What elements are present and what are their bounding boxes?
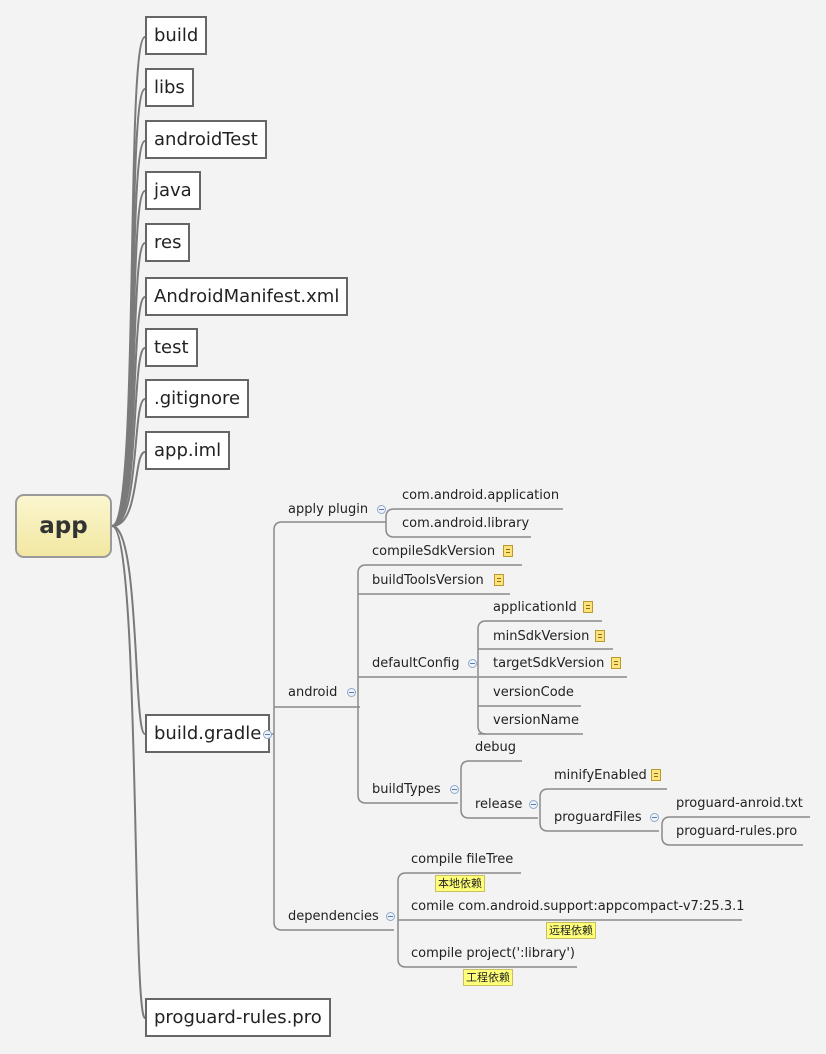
note-icon[interactable] (503, 545, 513, 557)
root-node-app[interactable]: app (15, 494, 112, 558)
node-app-iml[interactable]: app.iml (145, 431, 231, 470)
node-compile-sdk-version[interactable]: compileSdkVersion (372, 544, 496, 559)
node-build-gradle[interactable]: build.gradle (145, 714, 271, 753)
node-application-id[interactable]: applicationId (493, 600, 577, 615)
node-android-test[interactable]: androidTest (145, 120, 267, 159)
node-dependencies[interactable]: dependencies (288, 909, 379, 924)
collapse-icon[interactable] (386, 912, 395, 921)
note-icon[interactable] (583, 601, 593, 613)
node-res[interactable]: res (145, 223, 191, 262)
node-build-tools-version[interactable]: buildToolsVersion (372, 573, 484, 588)
dep-tag-remote: 远程依赖 (546, 922, 596, 939)
dep-tag-project: 工程依赖 (463, 969, 513, 986)
note-icon[interactable] (611, 657, 621, 669)
node-libs[interactable]: libs (145, 68, 194, 107)
node-build-types[interactable]: buildTypes (372, 782, 441, 797)
note-icon[interactable] (595, 630, 605, 642)
node-android-manifest[interactable]: AndroidManifest.xml (145, 277, 349, 316)
node-target-sdk-version[interactable]: targetSdkVersion (493, 656, 605, 671)
node-android[interactable]: android (288, 685, 338, 700)
node-proguard-android-txt[interactable]: proguard-anroid.txt (676, 796, 803, 811)
node-version-code[interactable]: versionCode (493, 685, 574, 700)
collapse-icon[interactable] (377, 505, 386, 514)
node-proguard-rules[interactable]: proguard-rules.pro (145, 998, 331, 1037)
node-plugin-library[interactable]: com.android.library (402, 516, 530, 531)
node-default-config[interactable]: defaultConfig (372, 656, 460, 671)
dep-tag-local: 本地依赖 (435, 875, 485, 892)
collapse-icon[interactable] (529, 800, 538, 809)
node-release[interactable]: release (475, 797, 523, 812)
node-debug[interactable]: debug (475, 740, 516, 755)
collapse-icon[interactable] (263, 730, 272, 739)
collapse-icon[interactable] (347, 688, 356, 697)
collapse-icon[interactable] (468, 659, 477, 668)
node-test[interactable]: test (145, 328, 198, 367)
node-proguard-files[interactable]: proguardFiles (554, 810, 642, 825)
note-icon[interactable] (651, 769, 661, 781)
node-plugin-application[interactable]: com.android.application (402, 488, 560, 503)
node-dep-project[interactable]: compile project(':library') (411, 946, 575, 961)
collapse-icon[interactable] (650, 813, 659, 822)
node-dep-remote[interactable]: comile com.android.support:appcompact-v7… (411, 899, 745, 914)
node-apply-plugin[interactable]: apply plugin (288, 502, 369, 517)
node-minify-enabled[interactable]: minifyEnabled (554, 768, 647, 783)
node-gitignore[interactable]: .gitignore (145, 379, 250, 418)
node-version-name[interactable]: versionName (493, 713, 579, 728)
node-proguard-rules-pro[interactable]: proguard-rules.pro (676, 824, 798, 839)
node-dep-file-tree[interactable]: compile fileTree (411, 852, 514, 867)
node-java[interactable]: java (145, 171, 201, 210)
collapse-icon[interactable] (450, 785, 459, 794)
node-build[interactable]: build (145, 16, 208, 55)
node-min-sdk-version[interactable]: minSdkVersion (493, 629, 590, 644)
note-icon[interactable] (494, 574, 504, 586)
